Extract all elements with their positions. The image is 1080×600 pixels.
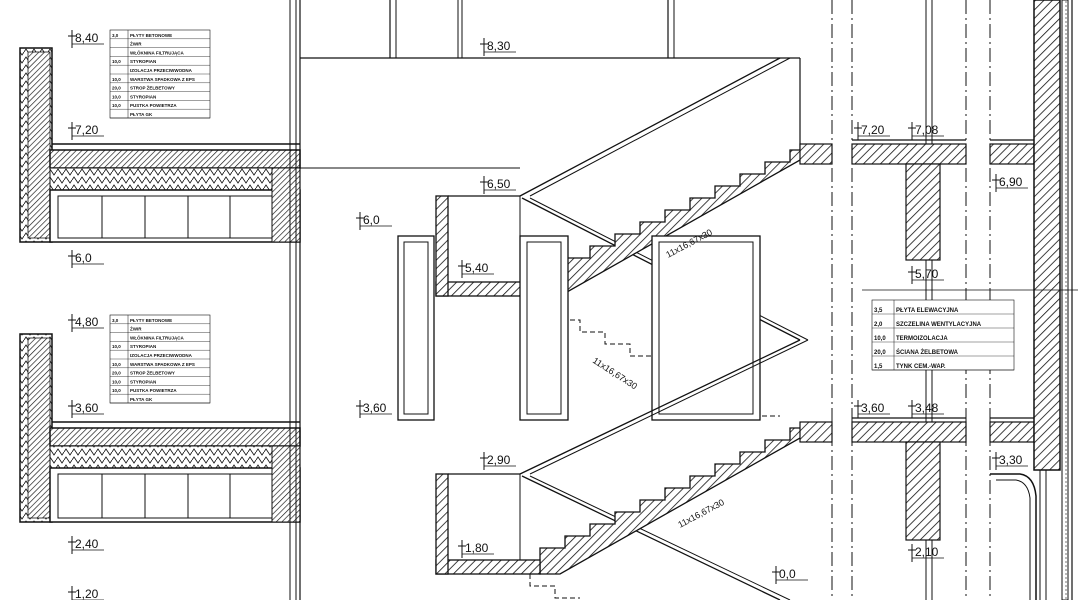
- legend-layer-name: TYNK CEM.-WAP.: [896, 364, 946, 370]
- legend-thickness: 10,0: [112, 59, 121, 64]
- legend-layer-name: IZOLACJA PRZECIWWODNA: [130, 68, 193, 73]
- legend-thickness: 20,0: [112, 86, 121, 91]
- legend-layer-name: TERMOIZOLACJA: [896, 336, 948, 342]
- level-label: 6,90: [999, 175, 1023, 189]
- level-right-7-20: 7,20: [854, 122, 890, 140]
- legend-layer-name: STYROPIAN: [130, 59, 156, 64]
- legend-thickness: 20,0: [874, 350, 886, 356]
- level-label: 7,08: [915, 123, 939, 137]
- level-right-6-90: 6,90: [992, 174, 1028, 192]
- legend-thickness: 10,0: [874, 336, 886, 342]
- right-wall-section: 3,5 PŁYTA ELEWACYJNA 2,0 SZCZELINA WENTYLAC…: [799, 0, 1078, 600]
- level-left-4-80: 4,80: [68, 314, 104, 332]
- legend-layer-name: WARSTWA SPADKOWA Z EPS: [130, 362, 195, 367]
- level-label: 8,40: [75, 31, 99, 45]
- legend-layer-name: PŁYTA GK: [130, 112, 153, 117]
- legend-layer-name: PŁYTY BETONOWE: [130, 33, 172, 38]
- legend-layer-name: WŁÓKNINA FILTRUJĄCA: [130, 48, 184, 55]
- legend-layer-name: PUSTKA POWIETRZA: [130, 103, 177, 108]
- legend-layer-name: PUSTKA POWIETRZA: [130, 388, 177, 393]
- stair-flight-label: 11x16,67x30: [591, 355, 639, 391]
- legend-thickness: 10,0: [112, 379, 121, 384]
- legend-layer-name: SZCZELINA WENTYLACYJNA: [896, 322, 982, 328]
- legend-layer-name: PŁYTY BETONOWE: [130, 318, 172, 323]
- level-label: 8,30: [487, 39, 511, 53]
- level-stair-1-80: 1,80: [458, 540, 494, 558]
- level-stair-3-60: 3,60: [356, 400, 392, 418]
- level-left-2-40: 2,40: [68, 536, 104, 554]
- level-label: 1,20: [75, 587, 99, 600]
- level-label: 6,0: [75, 251, 92, 265]
- legend-thickness: 10,0: [112, 362, 121, 367]
- legend-thickness: 10,0: [112, 103, 121, 108]
- level-label: 4,80: [75, 315, 99, 329]
- legend-thickness: 10,0: [112, 344, 121, 349]
- level-label: 7,20: [861, 123, 885, 137]
- legend-thickness: 3,0: [112, 33, 119, 38]
- level-left-7-20: 7,20: [68, 122, 104, 140]
- legend-layer-name: STROP ŻELBETOWY: [130, 370, 175, 376]
- legend-thickness: 2,0: [874, 322, 883, 328]
- level-left-6-0: 6,0: [68, 250, 104, 268]
- legend-layer-name: PŁYTA ELEWACYJNA: [896, 308, 959, 314]
- level-markers: 8,40 7,20 6,0 4,80 3,60 2,40 1,20 8,30 6,50 6,0 5,…: [68, 30, 1028, 600]
- legend-thickness: 1,5: [874, 364, 883, 370]
- level-right-7-08: 7,08: [908, 122, 944, 140]
- level-label: 3,60: [363, 401, 387, 415]
- legend-thickness: 20,0: [112, 371, 121, 376]
- legend-layer-name: ŻWIR: [130, 326, 142, 332]
- legend-layer-name: STYROPIAN: [130, 94, 156, 99]
- level-left-8-40: 8,40: [68, 30, 104, 48]
- level-right-3-60: 3,60: [854, 400, 890, 418]
- legend-layer-name: ŻWIR: [130, 41, 142, 47]
- level-label: 1,80: [465, 541, 489, 555]
- level-label: 3,60: [861, 401, 885, 415]
- level-label: 6,0: [363, 213, 380, 227]
- level-label: 3,60: [75, 401, 99, 415]
- level-stair-2-90: 2,90: [480, 452, 516, 470]
- level-stair-8-30: 8,30: [480, 38, 516, 56]
- level-label: 5,40: [465, 261, 489, 275]
- stair-section: 11x16,67x30 11x16,67x30 11x16,67x30: [300, 0, 831, 600]
- legend-layer-name: WŁÓKNINA FILTRUJĄCA: [130, 333, 184, 340]
- legend-layer-name: IZOLACJA PRZECIWWODNA: [130, 353, 193, 358]
- legend-thickness: 10,0: [112, 94, 121, 99]
- legend-layer-name: PŁYTA GK: [130, 397, 153, 402]
- level-label: 5,70: [915, 267, 939, 281]
- legend-thickness: 3,5: [874, 308, 883, 314]
- legend-layer-name: STYROPIAN: [130, 379, 156, 384]
- level-right-5-70: 5,70: [908, 266, 944, 284]
- level-label: 2,40: [75, 537, 99, 551]
- legend-layer-name: WARSTWA SPADKOWA Z EPS: [130, 77, 195, 82]
- legend-thickness: 10,0: [112, 388, 121, 393]
- legend-layer-name: ŚCIANA ŻELBETOWA: [896, 349, 959, 356]
- level-label: 6,50: [487, 177, 511, 191]
- level-label: 3,48: [915, 401, 939, 415]
- legend-table-right: 3,5 PŁYTA ELEWACYJNA 2,0 SZCZELINA WENTYLAC…: [862, 289, 1078, 371]
- legend-layer-name: STROP ŻELBETOWY: [130, 85, 175, 91]
- level-label: 2,90: [487, 453, 511, 467]
- level-label: 3,30: [999, 453, 1023, 467]
- level-label: 7,20: [75, 123, 99, 137]
- level-label: 0,0: [779, 567, 796, 581]
- level-label: 2,10: [915, 545, 939, 559]
- legend-thickness: 3,0: [112, 318, 119, 323]
- level-right-3-48: 3,48: [908, 400, 944, 418]
- level-left-3-60: 3,60: [68, 400, 104, 418]
- level-right-2-10: 2,10: [908, 544, 944, 562]
- level-stair-5-40: 5,40: [458, 260, 494, 278]
- level-left-1-20: 1,20: [68, 586, 104, 600]
- legend-thickness: 10,0: [112, 77, 121, 82]
- level-right-3-30: 3,30: [992, 452, 1028, 470]
- level-stair-6-0: 6,0: [356, 212, 392, 230]
- legend-layer-name: STYROPIAN: [130, 344, 156, 349]
- level-stair-6-50: 6,50: [480, 176, 516, 194]
- level-stair-0-0: 0,0: [772, 566, 808, 584]
